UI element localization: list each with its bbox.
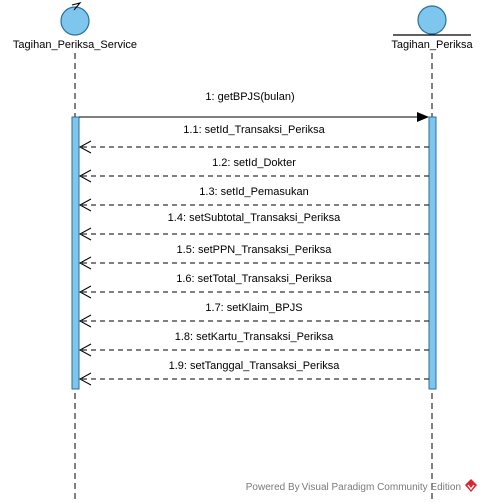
open-arrowhead-icon [78,227,92,241]
open-arrowhead-icon [78,314,92,328]
message-1-3[interactable]: 1.3: setId_Pemasukan [78,186,429,212]
open-arrowhead-icon [78,198,92,212]
activation-bar-service[interactable] [71,116,80,390]
message-1[interactable]: 1: getBPJS(bulan) [79,91,429,122]
message-label: 1.6: setTotal_Transaksi_Periksa [176,273,332,285]
message-label: 1.2: setId_Dokter [212,157,296,169]
message-1-2[interactable]: 1.2: setId_Dokter [78,157,429,183]
participant-tagihan-periksa-service[interactable]: Tagihan_Periksa_Service [13,2,137,51]
message-1-4[interactable]: 1.4: setSubtotal_Transaksi_Periksa [78,212,429,241]
watermark-text: Powered By Visual Paradigm Community Edi… [246,482,461,493]
visual-paradigm-logo-icon [465,479,477,492]
open-arrowhead-icon [78,285,92,299]
open-arrowhead-icon [78,140,92,154]
message-1-1[interactable]: 1.1: setId_Transaksi_Periksa [78,124,429,154]
control-arrowhead [71,2,82,11]
message-label: 1.5: setPPN_Transaksi_Periksa [177,244,333,256]
message-1-8[interactable]: 1.8: setKartu_Transaksi_Periksa [78,331,429,357]
participant-tagihan-periksa[interactable]: Tagihan_Periksa [391,5,474,51]
watermark: Powered By Visual Paradigm Community Edi… [246,479,477,493]
message-label: 1.9: setTanggal_Transaksi_Periksa [169,360,341,372]
open-arrowhead-icon [78,169,92,183]
participant-name: Tagihan_Periksa_Service [13,39,137,51]
open-arrowhead-icon [78,372,92,386]
open-arrowhead-icon [78,256,92,270]
activation-bar-entity[interactable] [428,116,437,390]
message-label: 1.7: setKlaim_BPJS [205,302,302,314]
message-1-6[interactable]: 1.6: setTotal_Transaksi_Periksa [78,273,429,299]
message-1-5[interactable]: 1.5: setPPN_Transaksi_Periksa [78,244,429,270]
open-arrowhead-icon [78,343,92,357]
participant-name: Tagihan_Periksa [391,39,473,51]
message-label: 1.4: setSubtotal_Transaksi_Periksa [168,212,342,224]
message-1-9[interactable]: 1.9: setTanggal_Transaksi_Periksa [78,360,429,386]
message-label: 1.8: setKartu_Transaksi_Periksa [175,331,334,343]
entity-icon [417,5,447,35]
message-label: 1.1: setId_Transaksi_Periksa [183,124,325,136]
message-1-7[interactable]: 1.7: setKlaim_BPJS [78,302,429,328]
message-label: 1: getBPJS(bulan) [205,91,294,103]
control-icon [60,6,90,36]
message-label: 1.3: setId_Pemasukan [199,186,308,198]
